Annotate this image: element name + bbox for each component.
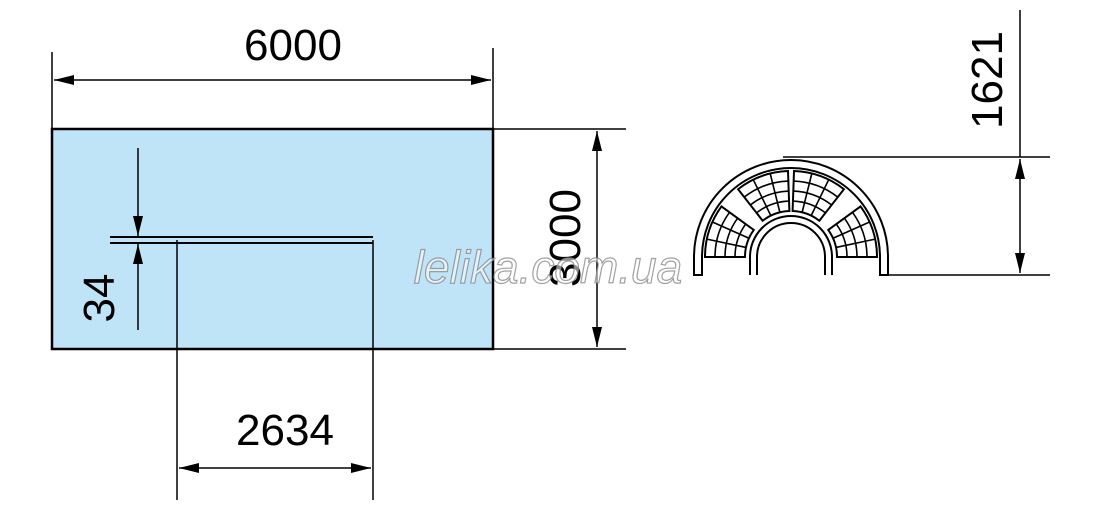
plan-rectangle (50, 127, 495, 351)
grating-bar (851, 211, 868, 258)
grating-bar (835, 223, 848, 258)
grating-bar (793, 190, 833, 206)
grating-bar (743, 180, 789, 198)
grating-bar (724, 217, 739, 258)
dimension-width-label: 6000 (244, 21, 342, 70)
grating-bar (734, 223, 747, 258)
grating-panel (826, 205, 879, 258)
grating-panel (736, 170, 791, 223)
grating-panel (791, 170, 846, 223)
grating-bar (793, 180, 839, 198)
dimension-rise-label: 1621 (963, 31, 1012, 129)
grating-bar (843, 217, 858, 258)
arch-gratings (703, 170, 879, 258)
grating-panel (703, 205, 756, 258)
dimension-height-label: 3000 (541, 189, 590, 287)
arch-inner-2 (756, 222, 826, 275)
dimension-offset-label: 2634 (236, 406, 334, 455)
grating-bar (749, 190, 789, 206)
plan-view: 6000 3000 34 2634 (50, 21, 626, 500)
grating-bar (756, 200, 790, 214)
dimension-gap-label: 34 (75, 274, 124, 323)
grating-bar (714, 211, 731, 258)
grating-bar (792, 200, 826, 214)
arch-inner (749, 215, 833, 275)
watermark: lelika.com.ua (414, 241, 682, 293)
side-view: 1621 (693, 10, 1050, 276)
